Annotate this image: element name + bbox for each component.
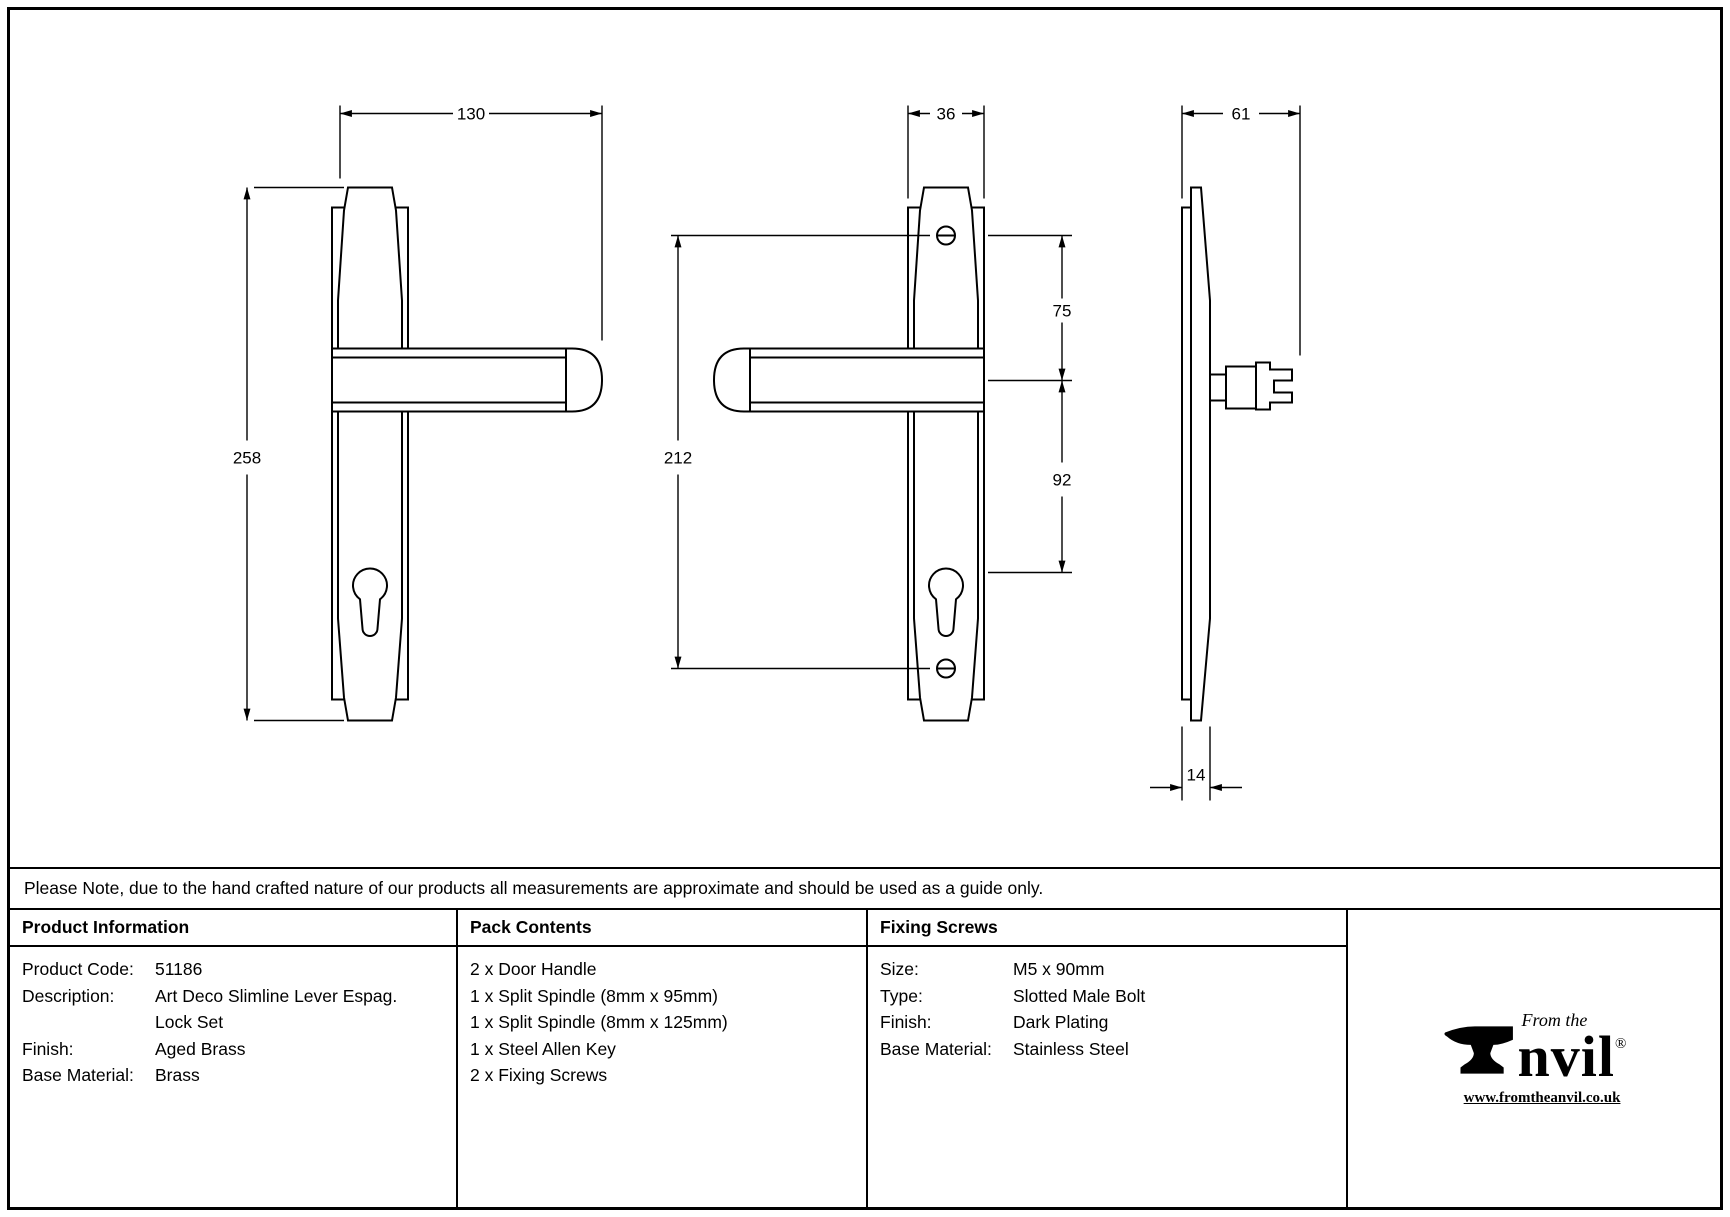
row-label: Product Code: (22, 959, 134, 979)
spec-table: Product Information Product Code: 51186 … (10, 908, 1720, 1207)
dim-front-height: 258 (233, 186, 344, 722)
pack-contents-column: Pack Contents 2 x Door Handle 1 x Split … (458, 910, 868, 1207)
fixing-screws-column: Fixing Screws Size: M5 x 90mm Type: Slot… (868, 910, 1348, 1207)
logo-brand-name: nvil® (1518, 1027, 1627, 1085)
dim-plate-thickness: 14 (1150, 726, 1242, 801)
dim-spindle-to-cylinder: 92 (988, 380, 1072, 574)
split-spindle-tip (1255, 361, 1293, 411)
row-value: Brass (155, 1065, 200, 1085)
row-value: M5 x 90mm (1013, 959, 1105, 979)
dim-screw-to-spindle: 75 (988, 234, 1072, 382)
anvil-icon (1442, 1019, 1516, 1084)
dim-label-front-height: 258 (233, 449, 261, 468)
row-value: Slotted Male Bolt (1013, 985, 1146, 1006)
dim-plate-width: 36 (907, 105, 985, 199)
product-information-column: Product Information Product Code: 51186 … (10, 910, 458, 1207)
pack-item: 2 x Fixing Screws (470, 1065, 608, 1085)
spindle-shaft (1209, 373, 1227, 402)
rear-view (712, 186, 985, 722)
table-row: Product Code: 51186 (22, 956, 444, 983)
row-value: Dark Plating (1013, 1012, 1109, 1032)
row-label: Finish: (880, 1012, 932, 1032)
from-the-anvil-logo: From the nvil® www.fromtheanvil.co.uk (1442, 1009, 1627, 1107)
dim-screw-centres: 212 (664, 234, 930, 670)
note-text: Please Note, due to the hand crafted nat… (24, 878, 1044, 898)
table-row: Finish: Aged Brass (22, 1036, 444, 1063)
row-value: 51186 (155, 959, 203, 979)
dim-label-front-width: 130 (457, 105, 485, 124)
row-label: Base Material: (880, 1038, 992, 1059)
table-row: Finish: Dark Plating (880, 1009, 1334, 1036)
logo-brand-suffix: nvil (1517, 1023, 1616, 1089)
dim-label-side-projection: 61 (1232, 105, 1251, 124)
row-label: Base Material: (22, 1065, 134, 1085)
pack-item: 1 x Split Spindle (8mm x 95mm) (470, 985, 718, 1006)
euro-keyhole (352, 567, 388, 637)
side-view (1181, 186, 1293, 722)
dim-label-plate-thickness: 14 (1187, 766, 1206, 785)
logo-tagline: From the (1521, 1009, 1588, 1030)
brand-column: From the nvil® www.fromtheanvil.co.uk (1348, 910, 1720, 1207)
spindle-collar (1225, 365, 1257, 410)
table-row: Base Material: Stainless Steel (880, 1036, 1334, 1063)
spec-sheet: 130 258 36 (7, 7, 1723, 1210)
product-information-header: Product Information (10, 910, 456, 947)
pack-item: 2 x Door Handle (470, 959, 597, 979)
dim-label-screw-centres: 212 (664, 449, 692, 468)
logo-website-url: www.fromtheanvil.co.uk (1463, 1090, 1621, 1107)
approximation-note: Please Note, due to the hand crafted nat… (10, 867, 1720, 908)
dim-label-spindle-to-cylinder: 92 (1053, 471, 1072, 490)
dim-label-plate-width: 36 (937, 105, 956, 124)
dim-front-width: 130 (339, 105, 603, 341)
dim-side-projection: 61 (1181, 105, 1301, 356)
row-label: Description: (22, 985, 115, 1006)
pack-item: 1 x Split Spindle (8mm x 125mm) (470, 1012, 728, 1032)
dim-label-screw-to-spindle: 75 (1053, 302, 1072, 321)
drawing-area: 130 258 36 (10, 10, 1720, 867)
table-row: Type: Slotted Male Bolt (880, 983, 1334, 1010)
front-view (331, 186, 604, 722)
table-row: Size: M5 x 90mm (880, 956, 1334, 983)
fixing-screws-header: Fixing Screws (868, 910, 1346, 947)
table-row: Description: Art Deco Slimline Lever Esp… (22, 983, 444, 1036)
technical-drawing: 130 258 36 (233, 105, 1301, 801)
row-value: Stainless Steel (1013, 1038, 1129, 1059)
row-label: Size: (880, 959, 919, 979)
table-row: Base Material: Brass (22, 1062, 444, 1089)
pack-contents-header: Pack Contents (458, 910, 866, 947)
pack-item: 1 x Steel Allen Key (470, 1038, 616, 1059)
registered-trademark: ® (1615, 1035, 1627, 1052)
euro-keyhole (928, 567, 964, 637)
row-label: Finish: (22, 1038, 74, 1059)
row-value: Art Deco Slimline Lever Espag. Lock Set (155, 985, 398, 1033)
row-label: Type: (880, 985, 923, 1006)
row-value: Aged Brass (155, 1038, 246, 1059)
